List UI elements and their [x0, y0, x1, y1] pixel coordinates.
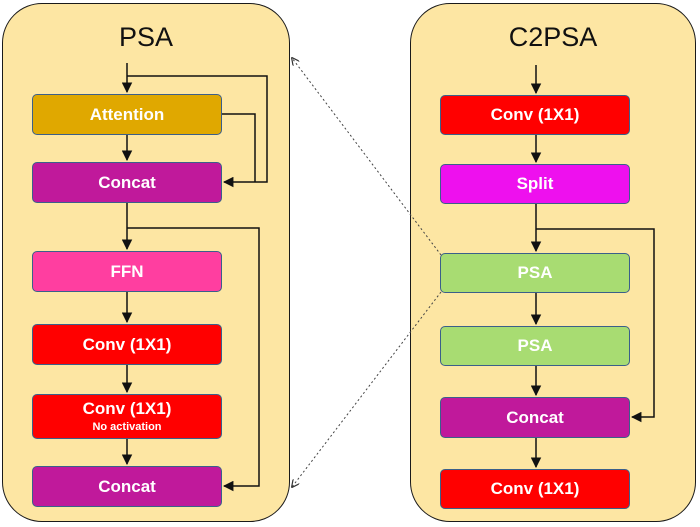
psa-conv-label-1: Conv (1X1) — [82, 334, 172, 354]
psa-concat-block-1: Concat — [32, 162, 222, 203]
c2psa-panel-title: C2PSA — [508, 22, 598, 52]
c2psa-split-label: Split — [516, 174, 554, 194]
c2psa-conv-block-1: Conv (1X1) — [440, 95, 630, 135]
c2psa-psa-label-1: PSA — [517, 263, 553, 283]
psa-concat-label-1: Concat — [98, 172, 156, 192]
c2psa-psa-label-2: PSA — [517, 336, 553, 356]
psa-conv-label-2: Conv (1X1) — [82, 398, 172, 418]
c2psa-conv-label-1: Conv (1X1) — [490, 105, 580, 125]
psa-conv-sublabel-2: No activation — [92, 421, 162, 434]
psa-attention-block: Attention — [32, 94, 222, 135]
c2psa-concat-block: Concat — [440, 397, 630, 438]
psa-ffn-label: FFN — [110, 261, 144, 281]
c2psa-conv-block-2: Conv (1X1) — [440, 469, 630, 509]
psa-concat-block-2: Concat — [32, 466, 222, 507]
c2psa-split-block: Split — [440, 164, 630, 204]
c2psa-psa-block-2: PSA — [440, 326, 630, 366]
psa-concat-label-2: Concat — [98, 476, 156, 496]
psa-attention-label: Attention — [89, 104, 165, 124]
c2psa-psa-block-1: PSA — [440, 253, 630, 293]
psa-conv-block-1: Conv (1X1) — [32, 324, 222, 365]
psa-ffn-block: FFN — [32, 251, 222, 292]
c2psa-concat-label: Concat — [506, 407, 564, 427]
c2psa-conv-label-2: Conv (1X1) — [490, 479, 580, 499]
psa-panel-title: PSA — [118, 22, 174, 52]
psa-conv-block-2: Conv (1X1) No activation — [32, 394, 222, 439]
